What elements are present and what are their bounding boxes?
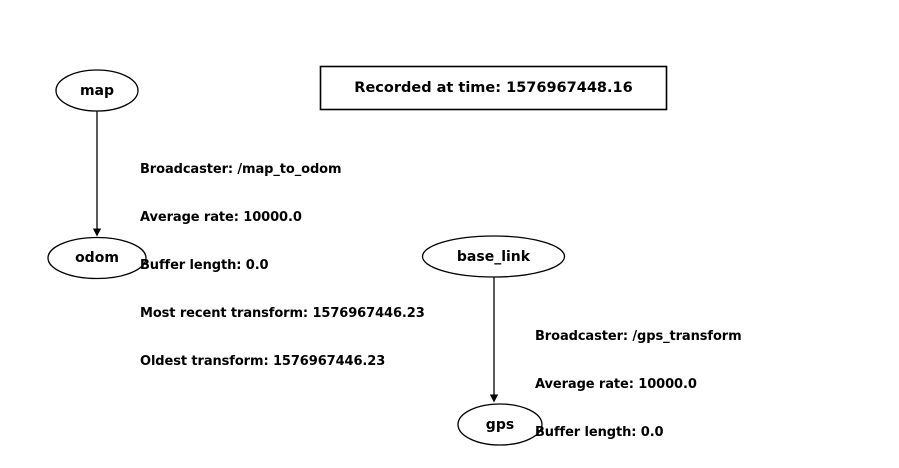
recorded-time-box — [319, 65, 668, 111]
edge-line-oldest-transform: Oldest transform: 1576967446.23 — [140, 354, 386, 369]
edge-line-buffer-length: Buffer length: 0.0 — [140, 258, 269, 273]
edge-line-average-rate: Average rate: 10000.0 — [535, 377, 697, 392]
edge-label-base-link-to-gps: Broadcaster: /gps_transform Average rate… — [535, 297, 820, 468]
edge-line-average-rate: Average rate: 10000.0 — [140, 210, 302, 225]
edge-line-most-recent-transform: Most recent transform: 1576967446.23 — [140, 306, 425, 321]
node-label-base-link[interactable]: base_link — [456, 249, 531, 265]
node-ellipse-odom[interactable] — [47, 236, 147, 280]
node-label-gps[interactable]: gps — [485, 417, 515, 433]
recorded-time-label: Recorded at time: 1576967448.16 — [354, 80, 633, 96]
edge-label-map-to-odom: Broadcaster: /map_to_odom Average rate: … — [140, 130, 425, 402]
edge-line-broadcaster: Broadcaster: /gps_transform — [535, 329, 742, 344]
edge-line-buffer-length: Buffer length: 0.0 — [535, 425, 664, 440]
node-ellipse-gps[interactable] — [457, 403, 543, 446]
node-label-odom[interactable]: odom — [75, 250, 119, 266]
node-label-map[interactable]: map — [79, 83, 115, 99]
edge-line-broadcaster: Broadcaster: /map_to_odom — [140, 162, 342, 177]
